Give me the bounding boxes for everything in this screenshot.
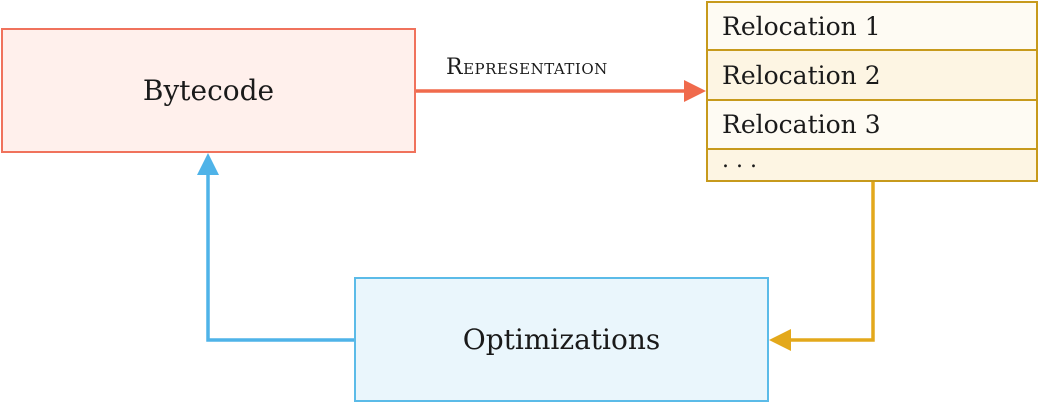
relocation-to-optimizations-arrowhead (769, 329, 791, 351)
relocation-label: Relocation 3 (722, 110, 881, 139)
relocation-row: Relocation 1 (708, 3, 1036, 51)
relocation-label: Relocation 2 (722, 60, 881, 90)
optimizations-label: Optimizations (462, 323, 661, 356)
relocation-table: Relocation 1 Relocation 2 Relocation 3 .… (706, 1, 1038, 182)
relocation-row-ellipsis: . . . (708, 150, 1036, 180)
optimizations-node: Optimizations (354, 277, 769, 402)
ellipsis-label: . . . (722, 148, 757, 173)
representation-label: Representation (446, 55, 608, 80)
representation-arrowhead (684, 80, 706, 102)
relocation-to-optimizations-arrow (786, 182, 875, 342)
relocation-row: Relocation 3 (708, 101, 1036, 150)
optimizations-to-bytecode-arrow (206, 172, 354, 342)
optimizations-to-bytecode-arrowhead (197, 153, 219, 175)
relocation-row: Relocation 2 (708, 51, 1036, 101)
bytecode-label: Bytecode (142, 74, 275, 107)
bytecode-node: Bytecode (1, 28, 416, 153)
relocation-label: Relocation 1 (722, 11, 881, 41)
